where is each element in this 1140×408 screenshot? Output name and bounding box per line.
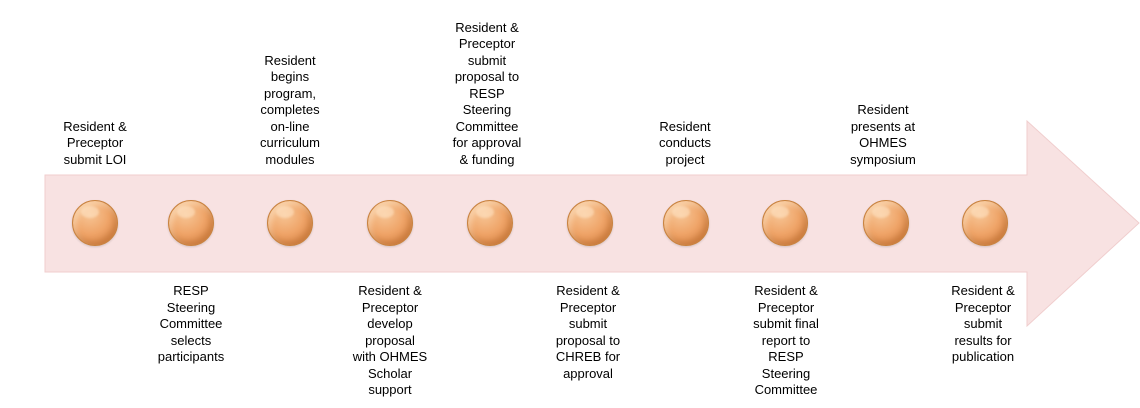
step-circle-2 <box>168 200 214 246</box>
step-circle-7 <box>663 200 709 246</box>
step-label-4: Resident & Preceptor develop proposal wi… <box>352 283 428 397</box>
step-label-5: Resident & Preceptor submit proposal to … <box>452 19 522 167</box>
step-label-6: Resident & Preceptor submit proposal to … <box>555 283 621 381</box>
step-label-2: RESP Steering Committee selects particip… <box>157 283 225 364</box>
step-circle-3 <box>267 200 313 246</box>
step-label-9: Resident presents at OHMES symposium <box>850 102 916 167</box>
step-circle-9 <box>863 200 909 246</box>
step-circle-5 <box>467 200 513 246</box>
step-circle-4 <box>367 200 413 246</box>
step-circle-1 <box>72 200 118 246</box>
step-label-10: Resident & Preceptor submit results for … <box>951 283 1015 364</box>
step-label-3: Resident begins program, completes on-li… <box>260 52 320 167</box>
step-circle-8 <box>762 200 808 246</box>
step-label-1: Resident & Preceptor submit LOI <box>63 118 127 167</box>
step-circle-6 <box>567 200 613 246</box>
step-label-7: Resident conducts project <box>658 118 712 167</box>
step-label-8: Resident & Preceptor submit final report… <box>753 283 819 397</box>
step-circle-10 <box>962 200 1008 246</box>
